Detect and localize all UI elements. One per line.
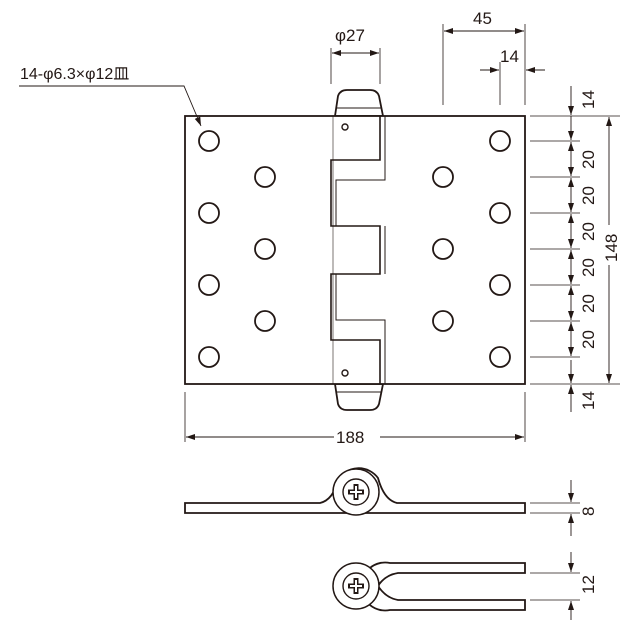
knuckle-seam (330, 116, 381, 384)
knuckle-diameter-dimension: φ27 (330, 26, 381, 84)
pin-bottom-icon (341, 369, 349, 377)
hole-spec-note: 14-φ6.3×φ12皿 (20, 66, 129, 83)
offset-14-dimension: 14 (480, 47, 545, 105)
screw-hole-icon (489, 130, 511, 152)
dim-overall-width: 188 (336, 428, 364, 447)
dim-closed-thickness: 12 (579, 575, 598, 594)
vertical-pitch-dimensions: 14 20 20 20 20 20 20 14 148 (530, 86, 621, 412)
knuckle-bottom-cap (333, 383, 385, 411)
pin-top-icon (341, 123, 349, 131)
closed-leaf-outline (360, 561, 526, 612)
screw-hole-icon (254, 166, 276, 188)
dim-offset-45: 45 (473, 9, 492, 28)
screw-hole-icon (254, 238, 276, 260)
dim-overall-height: 148 (602, 234, 621, 262)
dim-open-thickness: 8 (579, 507, 598, 516)
dim-pitch-2: 20 (579, 186, 598, 205)
overall-width-dimension: 188 (184, 392, 526, 447)
dim-pitch-top: 14 (579, 90, 598, 109)
screw-hole-icon (198, 130, 220, 152)
hinge-leaf-plate (184, 115, 526, 385)
dim-pitch-4: 20 (579, 258, 598, 277)
dim-offset-14: 14 (500, 47, 519, 66)
screw-hole-icon (432, 310, 454, 332)
closed-thickness-dimension: 12 (530, 552, 598, 620)
open-thickness-dimension: 8 (530, 480, 598, 536)
dim-pitch-3: 20 (579, 222, 598, 241)
dim-knuckle-diameter: φ27 (335, 26, 365, 45)
dim-pitch-1: 20 (579, 150, 598, 169)
screw-hole-icon (489, 202, 511, 224)
screw-hole-icon (198, 346, 220, 368)
hole-spec-callout: 14-φ6.3×φ12皿 (19, 66, 202, 127)
screw-hole-icon (254, 310, 276, 332)
screw-hole-icon (198, 202, 220, 224)
dim-pitch-bottom: 14 (579, 391, 598, 410)
screw-hole-icon (489, 346, 511, 368)
screw-hole-icon (198, 274, 220, 296)
dim-pitch-5: 20 (579, 294, 598, 313)
dim-pitch-6: 20 (579, 330, 598, 349)
screw-hole-icon (432, 238, 454, 260)
offset-45-dimension: 45 (442, 9, 526, 105)
hinge-closed-side-view (332, 561, 526, 612)
screw-hole-icon (432, 166, 454, 188)
hinge-open-side-view (184, 467, 526, 516)
screw-hole-icon (489, 274, 511, 296)
hinge-front-view (184, 89, 526, 411)
knuckle-top-cap (333, 89, 385, 117)
